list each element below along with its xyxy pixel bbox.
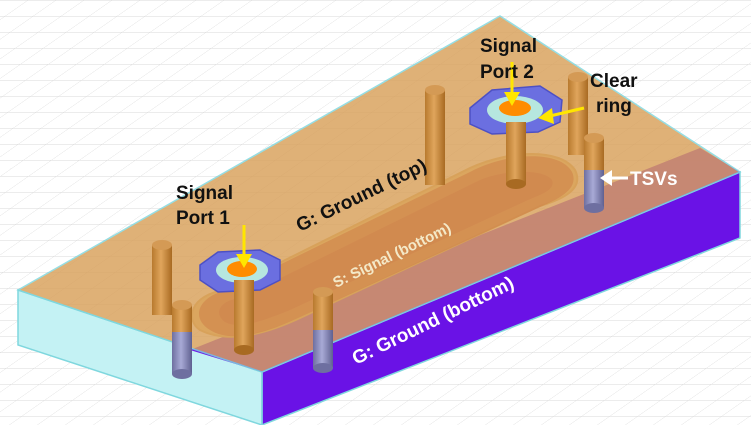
tsv-pillar-6 — [234, 280, 254, 355]
port-1-pad — [227, 261, 257, 277]
arrow-signal-port-2 — [504, 62, 520, 106]
signal-port-2-label-line1: Signal — [480, 36, 537, 57]
arrow-signal-port-1 — [236, 225, 252, 268]
bottom-ground-plane-front — [262, 172, 740, 425]
tsv-pillar-8-bottom — [313, 330, 333, 373]
tsv-pillar-1 — [425, 85, 445, 185]
signal-port-2-label-line2: Port 2 — [480, 62, 534, 83]
tsv-pillar-4-bottom — [584, 170, 604, 213]
tsv-pillar-5 — [152, 240, 172, 315]
tsv-pillar-3 — [506, 122, 526, 189]
tsv-pillar-7 — [172, 300, 192, 335]
signal-trace-through-top — [198, 156, 574, 337]
tsv-pillar-2 — [568, 72, 588, 155]
clear-ring-label-line1: Clear — [590, 71, 638, 92]
tsv-pillar-7-bottom — [172, 332, 192, 379]
signal-port-1-label-line1: Signal — [176, 183, 233, 204]
tsvs-label: TSVs — [630, 169, 678, 190]
clear-ring-label-line2: ring — [596, 96, 632, 117]
tsv-pillar-8 — [313, 287, 333, 334]
port-2-pad — [499, 100, 531, 116]
signal-port-1-label-line2: Port 1 — [176, 208, 230, 229]
arrow-tsvs — [600, 170, 628, 186]
arrow-clear-ring — [538, 106, 585, 124]
